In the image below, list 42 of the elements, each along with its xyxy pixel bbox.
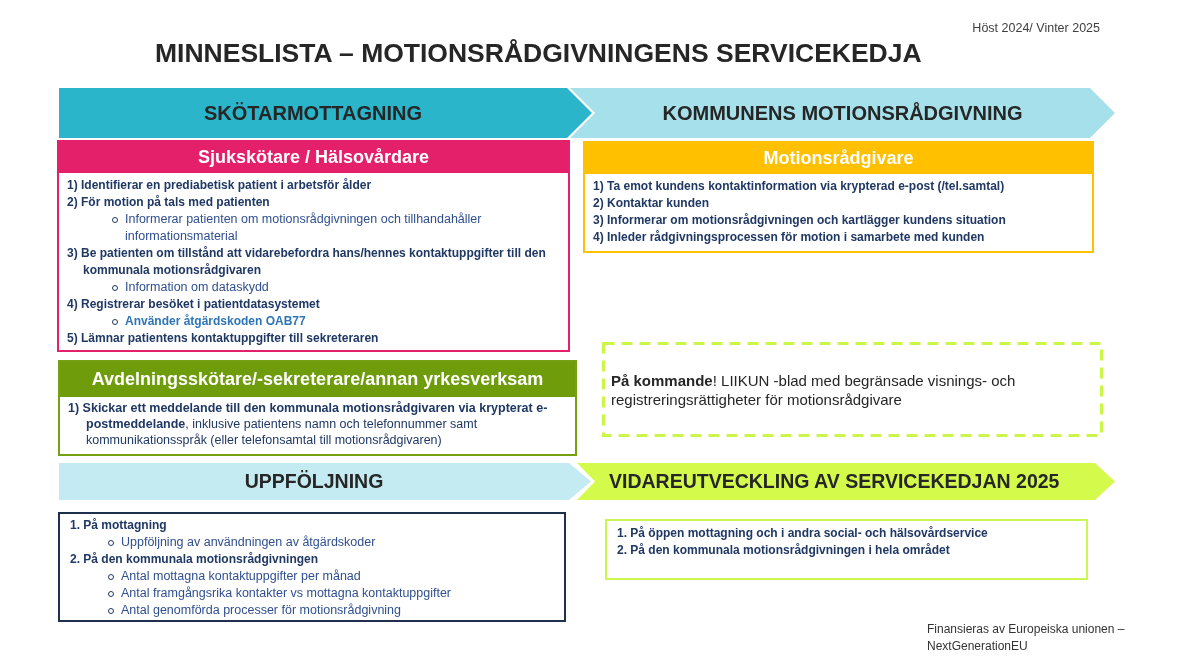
list-item: 4) Inleder rådgivningsprocessen för motion i samarbete med kunden	[593, 229, 985, 246]
list-item: 2. På den kommunala motionsrådgivningen i hela området	[617, 542, 950, 559]
list-item: 2. På den kommunala motionsrådgivningen	[70, 551, 319, 568]
list-item: 5) Lämnar patientens kontaktuppgifter till sekreteraren	[67, 330, 379, 347]
list-item: Informerar patienten om motionsrådgivningen och tillhandahåller informationsmaterial	[125, 211, 483, 245]
list-card	[58, 512, 566, 622]
banner-title: SKÖTARMOTTAGNING	[203, 101, 423, 126]
list-item: Antal genomförda processer för motionsrådgivning	[121, 602, 401, 619]
date-text: Höst 2024/ Vinter 2025	[972, 20, 1100, 37]
card-heading: Sjukskötare / Hälsovårdare	[59, 142, 568, 173]
list-item: 2) För motion på tals med patienten	[67, 194, 270, 211]
list-item: Uppföljning av användningen av åtgärdskoder	[121, 534, 376, 551]
list-item: Antal mottagna kontaktuppgifter per månad	[121, 568, 361, 585]
list-card	[57, 140, 570, 352]
list-item: 1) Identifierar en prediabetisk patient i arbetsför ålder	[67, 177, 372, 194]
banner-title: VIDAREUTVECKLING AV SERVICEKEDJAN 2025	[609, 468, 1060, 494]
list-item: 2) Kontaktar kunden	[593, 195, 709, 212]
list-item: Använder åtgärdskoden OAB77	[125, 313, 306, 330]
page-title: MINNESLISTA – MOTIONSRÅDGIVNINGENS SERVICEKEDJA	[155, 37, 922, 70]
banner-title: UPPFÖLJNING	[244, 468, 384, 494]
chevron-banner	[59, 463, 591, 500]
funding-note: Finansieras av Europeiska unionen – NextGenerationEU	[927, 621, 1126, 655]
list-item: 3) Informerar om motionsrådgivningen och kartlägger kundens situation	[593, 212, 1006, 229]
list-card	[583, 141, 1094, 253]
banner-title: KOMMUNENS MOTIONSRÅDGIVNING	[662, 101, 1023, 126]
note-text: På kommande! LIIKUN -blad med begränsade visnings- och registreringsrättigheter för motionsrådgivare	[611, 370, 1017, 409]
list-item: 1. På öppen mottagning och i andra social- och hälsovårdservice	[617, 525, 988, 542]
list-item: 1. På mottagning	[70, 517, 167, 534]
chevron-banner	[59, 88, 592, 138]
card-heading: Avdelningsskötare/-sekreterare/annan yrkesverksam	[60, 362, 575, 397]
list-item: 4) Registrerar besöket i patientdatasystemet	[67, 296, 320, 313]
list-item: 3) Be patienten om tillstånd att vidarebefordra hans/hennes kontaktuppgifter till den kommunala motionsrådgivaren	[67, 245, 547, 279]
dashed-note-box	[602, 342, 1103, 437]
list-item: 1) Skickar ett meddelande till den kommunala motionsrådgivaren via krypterat e-postmeddelande, inklusive patientens namn och telefonnummer samt kommunikationsspråk (eller telefonsamtal till motionsrådgivaren)	[68, 400, 549, 448]
list-item: Antal framgångsrika kontakter vs mottagna kontaktuppgifter	[121, 585, 452, 602]
chevron-banner	[570, 88, 1115, 138]
list-item: Information om dataskydd	[125, 279, 269, 296]
list-card	[58, 360, 577, 456]
list-item: 1) Ta emot kundens kontaktinformation via krypterad e-post (/tel.samtal)	[593, 178, 1005, 195]
chevron-banner	[577, 463, 1115, 500]
list-card	[605, 519, 1088, 580]
card-heading: Motionsrådgivare	[585, 143, 1092, 174]
